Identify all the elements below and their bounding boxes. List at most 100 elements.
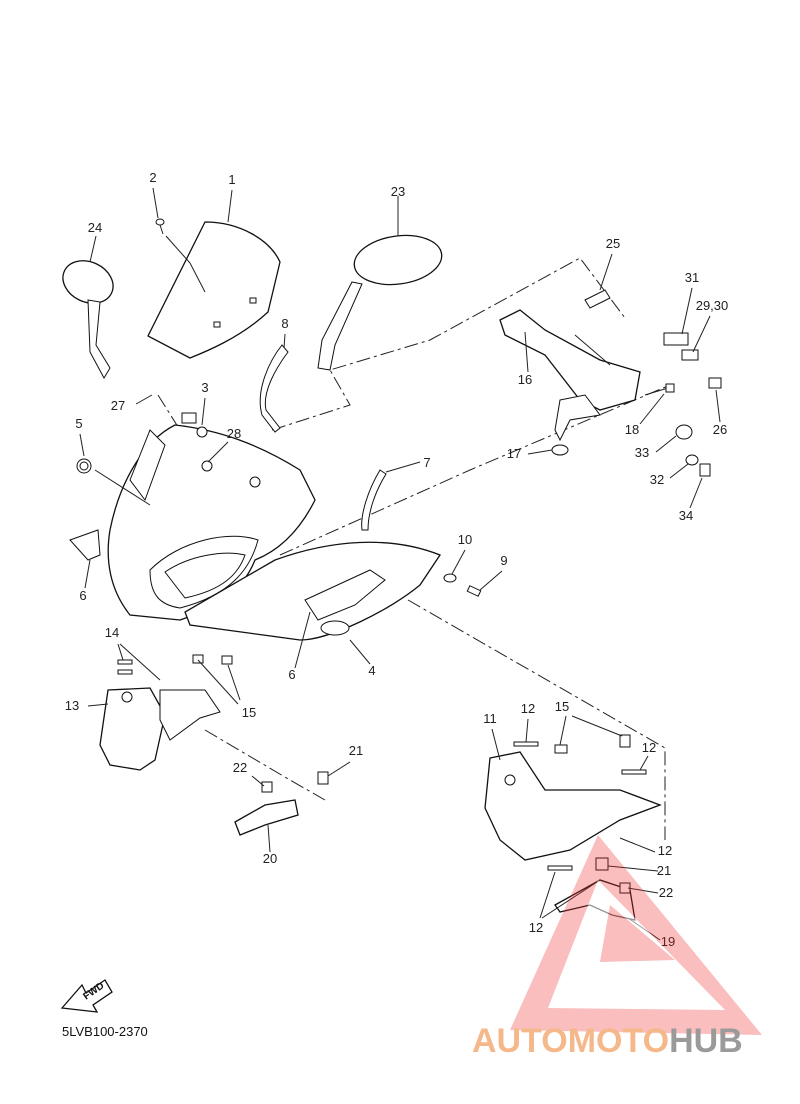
leader-line xyxy=(251,775,265,787)
clip-part xyxy=(663,332,722,389)
part-number-label: 15 xyxy=(555,699,569,714)
part-number-label: 1 xyxy=(228,172,235,187)
leader-line xyxy=(87,703,109,707)
stay-part xyxy=(234,771,329,836)
leader-line xyxy=(639,393,665,425)
part-number-label: 27 xyxy=(111,398,125,413)
part-number-label: 29,30 xyxy=(696,298,729,313)
leader-line xyxy=(619,837,656,853)
part-number-label: 7 xyxy=(423,455,430,470)
grommet-part xyxy=(76,458,92,474)
leader-line xyxy=(451,549,466,575)
leader-line xyxy=(79,433,85,457)
hose-part xyxy=(361,469,387,531)
leader-line xyxy=(385,461,421,473)
part-number-label: 22 xyxy=(233,760,247,775)
part-number-label: 6 xyxy=(79,588,86,603)
upper-cowling-part xyxy=(94,412,316,621)
leader-line xyxy=(283,333,286,349)
leader-line xyxy=(524,331,529,373)
leader-line xyxy=(349,639,371,665)
stay-bracket-part xyxy=(499,309,641,442)
leader-line xyxy=(201,397,206,426)
part-number-label: 31 xyxy=(685,270,699,285)
leader-line xyxy=(655,435,677,453)
leader-line xyxy=(599,253,613,291)
leader-line xyxy=(681,287,693,335)
leader-line xyxy=(607,865,659,872)
leader-line xyxy=(152,187,159,219)
part-number-label: 11 xyxy=(483,711,497,726)
part-number-label: 8 xyxy=(281,316,288,331)
part-number-label: 34 xyxy=(679,508,693,523)
diagram-code: 5LVB100-2370 xyxy=(62,1024,148,1039)
part-number-label: 5 xyxy=(75,416,82,431)
cap-part xyxy=(584,289,611,309)
leader-line xyxy=(294,611,311,669)
part-number-label: 22 xyxy=(659,885,673,900)
leader-line xyxy=(692,315,711,353)
part-number-label: 13 xyxy=(65,698,79,713)
part-number-label: 4 xyxy=(368,663,375,678)
part-number-label: 19 xyxy=(661,934,675,949)
part-number-label: 3 xyxy=(201,380,208,395)
part-number-label: 17 xyxy=(507,446,521,461)
damper-part xyxy=(551,444,569,456)
leader-line xyxy=(715,389,721,423)
part-number-label: 12 xyxy=(529,920,543,935)
leader-line xyxy=(267,824,271,853)
part-number-label: 26 xyxy=(713,422,727,437)
washer-part xyxy=(443,573,457,583)
part-number-label: 6 xyxy=(288,667,295,682)
leader-line xyxy=(135,394,153,405)
part-number-label: 10 xyxy=(458,532,472,547)
inner-panel-part xyxy=(99,654,233,771)
part-number-label: 16 xyxy=(518,372,532,387)
watermark-text-part1: AUTOMOTO xyxy=(472,1022,669,1060)
part-number-label: 18 xyxy=(625,422,639,437)
part-number-label: 24 xyxy=(88,220,102,235)
part-number-label: 12 xyxy=(642,740,656,755)
part-number-label: 15 xyxy=(242,705,256,720)
leader-line xyxy=(491,728,501,761)
leader-line xyxy=(227,189,233,223)
part-number-label: 20 xyxy=(263,851,277,866)
screw-part xyxy=(466,585,482,597)
part-number-label: 33 xyxy=(635,445,649,460)
watermark-text: AUTOMOTOHUB xyxy=(472,1022,743,1060)
leader-line xyxy=(207,441,229,463)
leader-line xyxy=(84,559,91,589)
part-number-label: 2 xyxy=(149,170,156,185)
grommet-part xyxy=(675,424,711,477)
leader-line xyxy=(527,449,553,455)
part-number-label: 21 xyxy=(657,863,671,878)
part-number-label: 12 xyxy=(521,701,535,716)
leader-line xyxy=(227,664,241,701)
part-number-label: 25 xyxy=(606,236,620,251)
leader-line xyxy=(541,879,601,919)
windscreen-part xyxy=(147,221,281,359)
screw-part xyxy=(155,218,191,264)
part-number-label: 32 xyxy=(650,472,664,487)
leader-line xyxy=(559,715,567,746)
part-number-label: 14 xyxy=(105,625,119,640)
leader-line xyxy=(571,715,623,737)
inner-panel-part xyxy=(484,734,662,871)
right-mirror-part xyxy=(317,196,443,371)
leader-line xyxy=(639,755,649,771)
leader-line xyxy=(117,643,124,661)
part-number-label: 12 xyxy=(658,843,672,858)
hose-part xyxy=(259,344,289,433)
leader-line xyxy=(689,477,703,509)
leader-line xyxy=(119,643,161,681)
left-mirror-part xyxy=(62,235,114,380)
lower-fairing-part xyxy=(69,529,441,641)
leader-line xyxy=(669,463,689,479)
leader-line xyxy=(627,887,659,894)
watermark-text-part2: HUB xyxy=(669,1022,743,1060)
fwd-arrow-icon: FWD xyxy=(60,979,113,1013)
leader-line xyxy=(327,761,351,777)
part-number-label: 28 xyxy=(227,426,241,441)
part-number-label: 23 xyxy=(391,184,405,199)
